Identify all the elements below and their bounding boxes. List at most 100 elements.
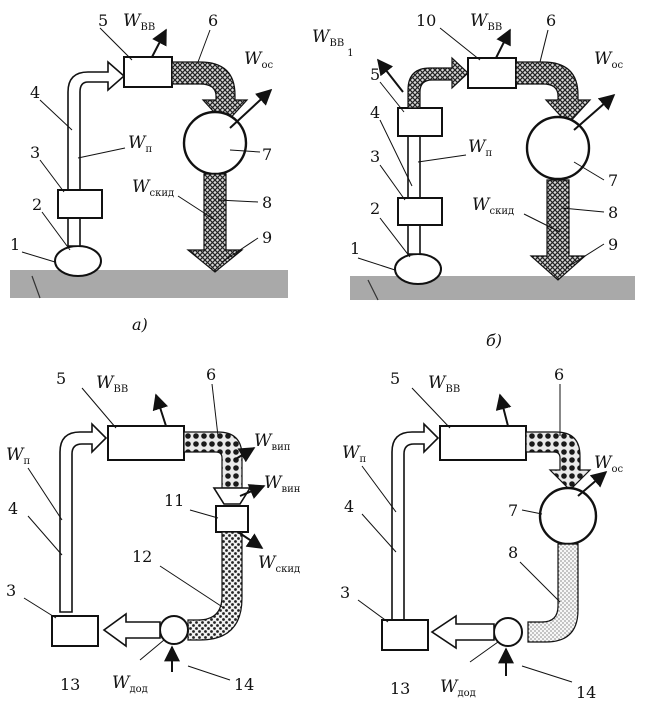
arrow-wvv-a	[151, 28, 167, 58]
leader-9-b	[565, 243, 605, 269]
block-5-b	[397, 107, 443, 137]
label-wvv-c: WВВ	[96, 373, 128, 395]
leader-12-c	[159, 565, 225, 609]
ground-b	[350, 276, 635, 300]
flow-8-d	[527, 543, 579, 643]
label-10-b: 10	[416, 11, 436, 30]
flow-8-9-a	[186, 173, 244, 273]
label-2-a: 2	[32, 195, 42, 214]
leader-11-c	[189, 509, 219, 519]
unit-7-b	[525, 115, 591, 181]
label-14-c: 14	[234, 675, 254, 694]
funnel-c	[212, 487, 252, 505]
label-4-c: 4	[8, 499, 18, 518]
arrow-wskid-c	[237, 531, 264, 549]
leader-7-b	[573, 161, 605, 181]
label-wp-a: Wп	[128, 133, 152, 155]
ground-hatch-b	[367, 279, 379, 301]
label-wvin-c: Wвин	[264, 473, 301, 495]
ground-hatch-a	[31, 275, 41, 299]
leader-7-a	[229, 149, 261, 153]
pipe-4-b	[407, 135, 421, 255]
flow-12-c	[187, 531, 243, 641]
label-wskid-c: Wскид	[258, 553, 300, 575]
label-wdod-d: Wдод	[440, 677, 476, 699]
label-1-b: 1	[350, 239, 360, 258]
label-9-b: 9	[608, 235, 618, 254]
return-arrow-d	[430, 614, 495, 650]
arrow-wvip-c	[233, 447, 256, 463]
pipe-4-c	[59, 422, 108, 613]
label-1-a: 1	[10, 235, 20, 254]
leader-7-d	[521, 509, 543, 515]
leader-dod-c	[139, 639, 165, 661]
block-3-b	[397, 197, 443, 226]
block-5-a	[123, 56, 173, 88]
leader-8-d	[519, 561, 561, 603]
leader-14-d	[521, 665, 573, 683]
label-wp-d: Wп	[342, 443, 366, 465]
diagram-b: 1 2 3 4 5 10 6 7 8 9 WВВ1 WВВ Wос Wп Wск…	[312, 11, 635, 350]
block-13-c	[51, 615, 99, 647]
leader-3-a	[39, 159, 65, 193]
label-3-b: 3	[370, 147, 380, 166]
label-wvv-b: WВВ	[470, 11, 502, 33]
leader-wp-d	[361, 465, 397, 513]
label-wvv-d: WВВ	[428, 373, 460, 395]
leader-5-b	[379, 81, 405, 113]
arrow-wvv-c	[152, 393, 169, 427]
label-6-c: 6	[206, 365, 216, 384]
label-8-d: 8	[508, 543, 518, 562]
arrow-wos-d	[577, 470, 608, 497]
label-wp-c: Wп	[6, 445, 30, 467]
block-10-b	[467, 57, 517, 89]
label-7-b: 7	[608, 171, 618, 190]
leader-2-a	[41, 211, 71, 251]
caption-a: а)	[132, 315, 148, 334]
block-11-c	[215, 505, 249, 533]
arrow-wos-a	[229, 88, 273, 129]
label-12-c: 12	[132, 547, 152, 566]
flow-top-b	[407, 56, 469, 109]
label-13-d: 13	[390, 679, 410, 698]
label-14-d: 14	[576, 683, 596, 702]
arrow-wvv-d	[495, 393, 512, 427]
leader-skid-b	[523, 213, 561, 233]
leader-wp-c	[27, 467, 63, 521]
leader-4-b	[379, 119, 413, 187]
source-1-b	[394, 253, 442, 285]
block-5-c	[107, 425, 185, 461]
leader-1-a	[21, 251, 56, 263]
label-wvip-c: Wвип	[254, 431, 291, 453]
caption-b: б)	[486, 331, 502, 350]
leader-9-a	[221, 237, 259, 263]
label-6-b: 6	[546, 11, 556, 30]
label-8-a: 8	[262, 193, 272, 212]
leader-8-b	[561, 207, 605, 213]
leader-4-a	[39, 99, 73, 131]
label-5-c: 5	[56, 369, 66, 388]
label-wdod-c: Wдод	[112, 673, 148, 695]
label-8-b: 8	[608, 203, 618, 222]
label-wvv1-b: WВВ1	[312, 27, 354, 59]
label-wskid-b: Wскид	[472, 195, 514, 217]
leader-wp-a	[77, 147, 126, 159]
flow-8-9-b	[529, 179, 587, 281]
label-wos-a: Wос	[244, 49, 274, 71]
leader-14-c	[187, 665, 231, 681]
label-3-a: 3	[30, 143, 40, 162]
leader-3-c	[23, 597, 57, 619]
label-wskid-a: Wскид	[132, 177, 174, 199]
label-wvv-a: WВВ	[123, 11, 155, 33]
leader-6-c	[211, 383, 219, 437]
diagram-c: Wп 4 3 5 WВВ 6 Wвип Wвин 11 Wскид 12 13 …	[6, 365, 301, 695]
label-6-d: 6	[554, 365, 564, 384]
label-4-b: 4	[370, 103, 380, 122]
leader-2-b	[379, 217, 411, 258]
arrow-wvin-c	[239, 484, 266, 499]
return-arrow-c	[102, 612, 161, 648]
pipe-4-d	[391, 422, 440, 621]
flow-6-b	[515, 61, 592, 125]
leader-4-c	[27, 515, 63, 556]
